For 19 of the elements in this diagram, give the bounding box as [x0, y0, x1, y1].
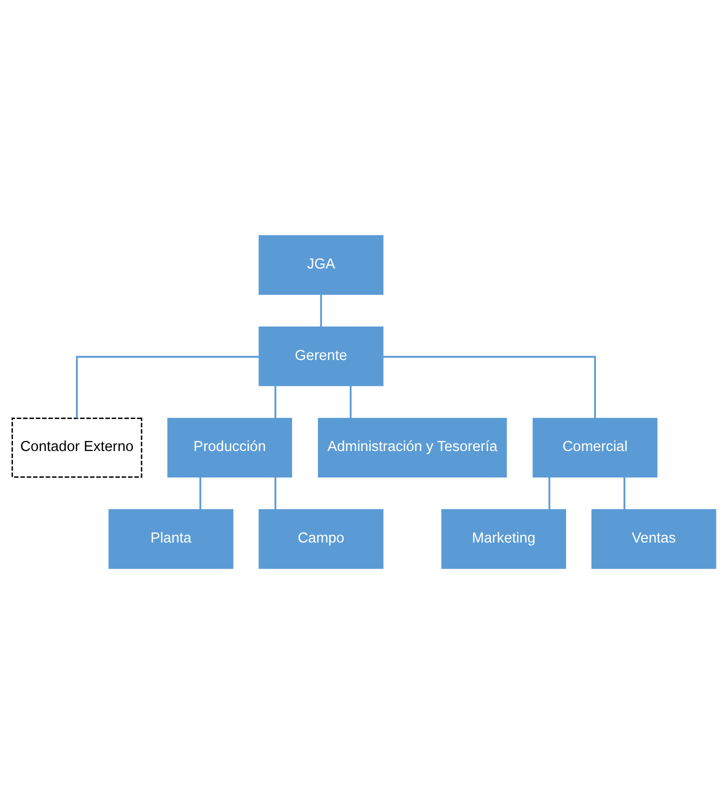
node-box: Contador Externo: [12, 417, 142, 478]
node-box: Planta: [108, 508, 234, 568]
connector: [76, 355, 259, 418]
connector: [624, 476, 626, 509]
connector: [274, 385, 276, 418]
connector: [274, 476, 276, 509]
node-box: JGA: [258, 234, 384, 294]
connector: [383, 355, 596, 418]
connector: [350, 385, 352, 418]
node-box: Campo: [258, 508, 384, 568]
node-box: Comercial: [532, 417, 658, 477]
node-box: Administración y Tesorería: [318, 417, 507, 477]
connector: [199, 476, 202, 509]
connector: [548, 476, 550, 509]
node-box: Gerente: [258, 326, 384, 386]
connector: [320, 294, 322, 326]
node-box: Ventas: [591, 508, 716, 568]
node-box: Marketing: [441, 508, 566, 568]
node-box: Producción: [167, 417, 292, 477]
